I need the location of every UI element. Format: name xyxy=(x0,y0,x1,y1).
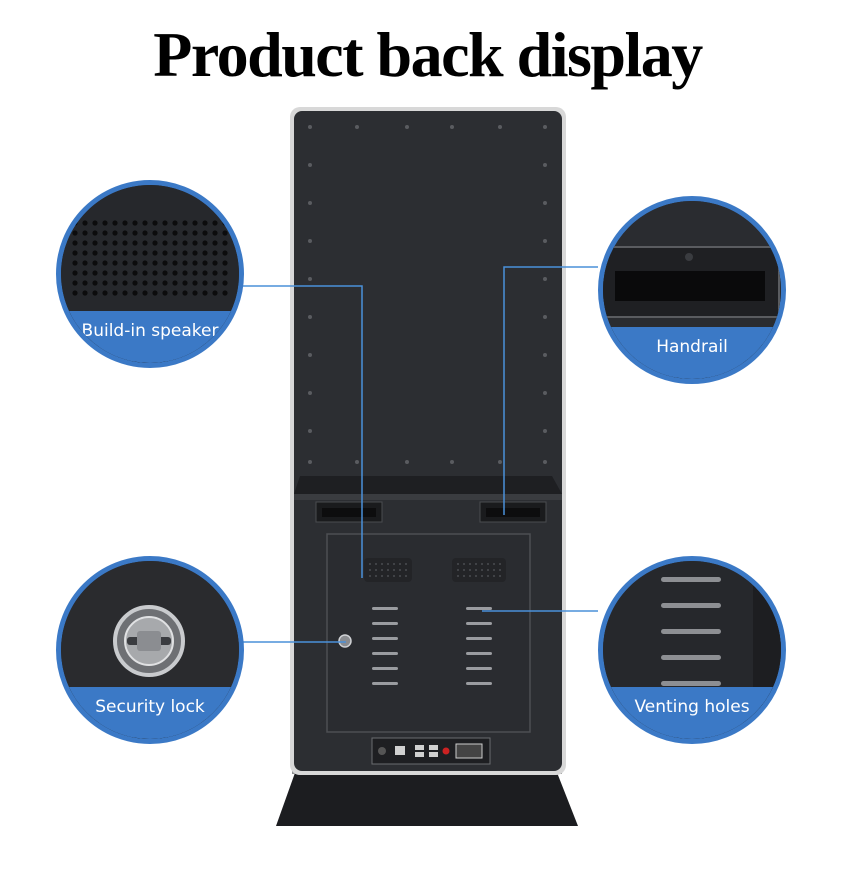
callout-speaker: Build-in speaker xyxy=(56,180,244,368)
io-ports xyxy=(378,743,483,759)
security-lock-label: Security lock xyxy=(61,687,239,739)
page-title: Product back display xyxy=(153,19,703,90)
connector-lines xyxy=(240,266,598,643)
venting-holes-label: Venting holes xyxy=(603,687,781,739)
shelf xyxy=(294,476,562,494)
panel-vent-slots xyxy=(372,607,492,685)
callout-venting-holes: Venting holes xyxy=(598,556,786,744)
callout-handrail: Handrail xyxy=(598,196,786,384)
stand-base xyxy=(276,770,578,826)
shelf-lip xyxy=(294,494,562,500)
callout-security-lock: Security lock xyxy=(56,556,244,744)
speaker-label: Build-in speaker xyxy=(61,311,239,363)
handrail-label: Handrail xyxy=(603,327,781,379)
screw-holes xyxy=(308,125,547,464)
panel-speaker-grilles xyxy=(364,558,506,582)
panel-lock xyxy=(338,634,352,648)
